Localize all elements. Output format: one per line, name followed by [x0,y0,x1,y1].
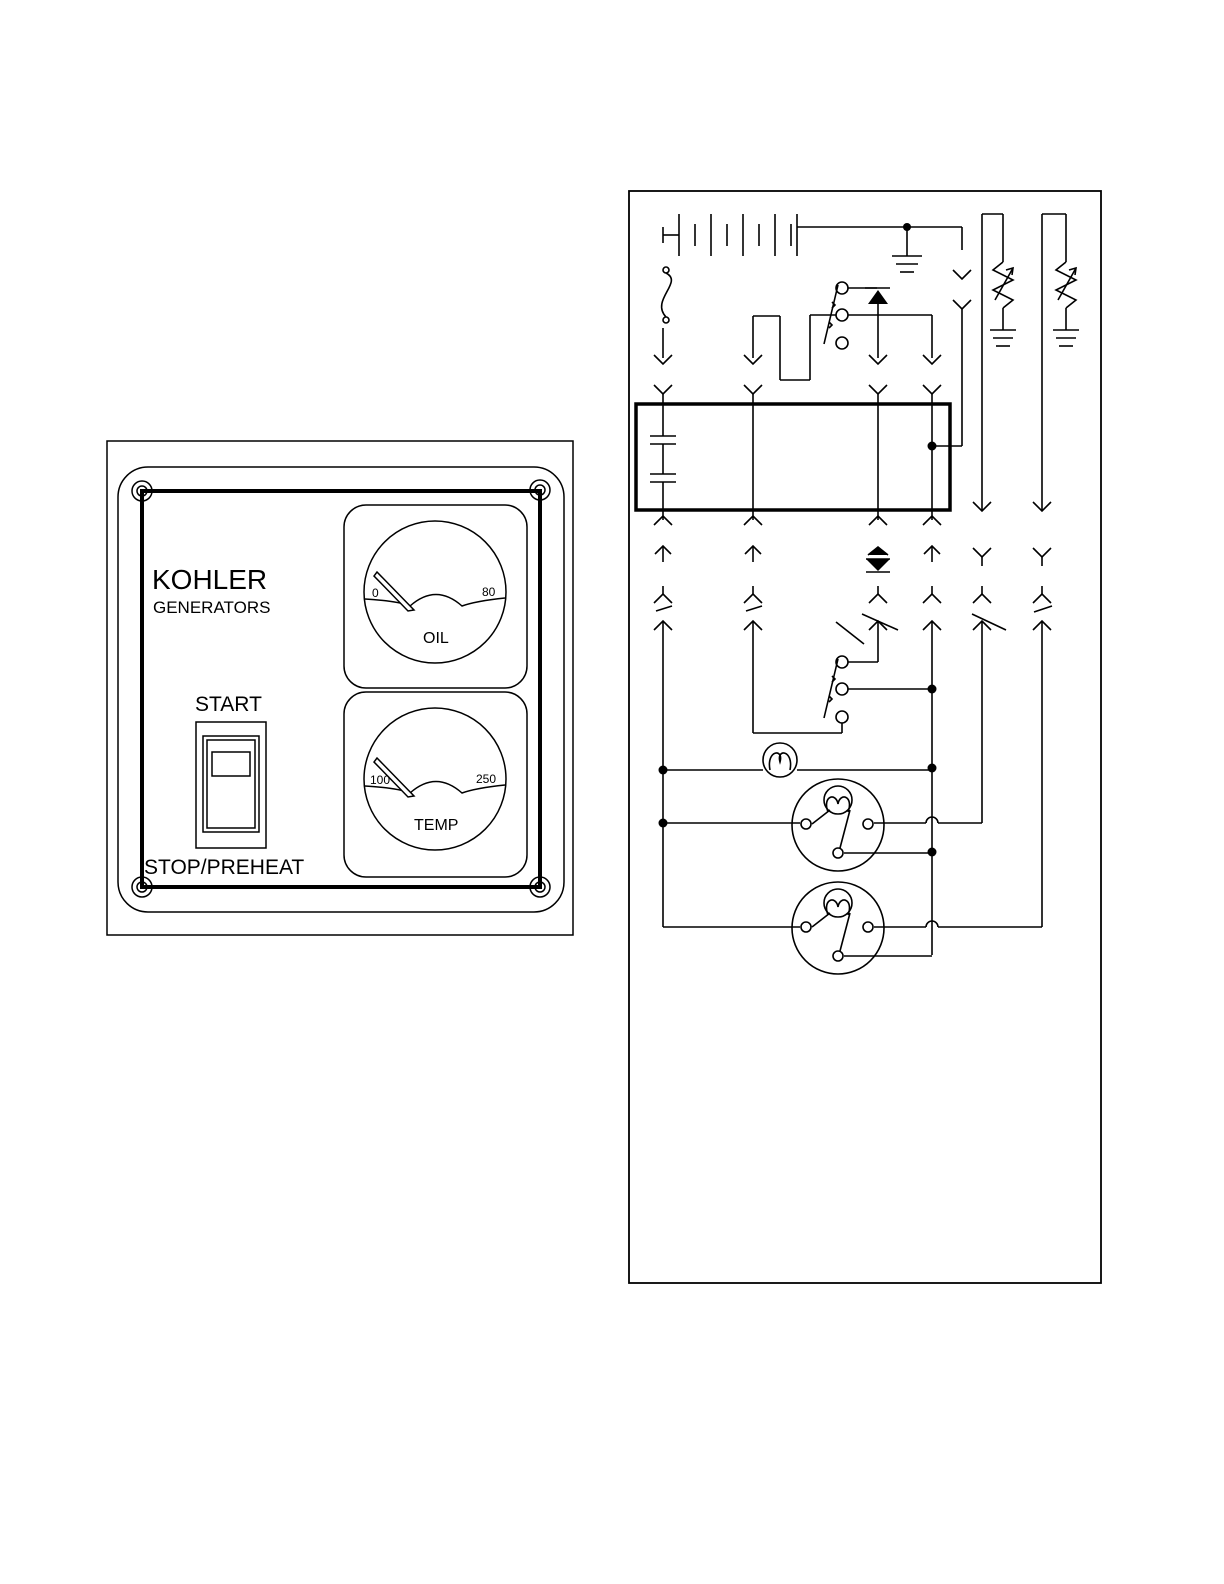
junction-dot [928,848,937,857]
oil-gauge-label: OIL [423,630,449,647]
indicator-lamp-icon [663,743,932,777]
oil-scale-max: 80 [482,585,496,599]
panel-plate [118,467,564,912]
temp-gauge-label: TEMP [414,817,458,834]
relay-switch-bottom [753,622,932,733]
junction-dot [928,685,937,694]
switch-start-label: START [195,693,262,716]
oil-scale-min: 0 [372,586,379,600]
temp-scale-max: 250 [476,772,496,786]
temp-sender-resistor [1042,214,1079,510]
diode-icon [866,547,890,572]
switch-stop-preheat-label: STOP/PREHEAT [144,856,304,879]
panel-frame [142,491,540,887]
fuse-symbol [662,267,672,358]
oil-gauge-symbol [663,779,982,871]
schematic-border [629,191,1101,1283]
junction-dot [928,764,937,773]
start-stop-rocker-switch[interactable] [196,722,266,848]
oil-pressure-gauge: 0 80 OIL [344,505,527,688]
brand-logo-text: KOHLER [152,564,267,595]
relay-switch-top [753,282,932,380]
temp-gauge-symbol [663,882,1042,974]
control-panel: KOHLER GENERATORS START STOP/PREHEAT 0 8… [107,441,573,935]
engine-harness-box [636,404,950,510]
temperature-gauge: 100 250 TEMP [344,692,527,877]
connector-arrows-bottom [654,516,1051,566]
diode-icon [865,288,890,358]
junction-dot [659,819,668,828]
plug-disconnects [654,586,1052,630]
ground-icon [892,227,922,272]
temp-scale-min: 100 [370,773,390,787]
brand-subtitle: GENERATORS [153,598,270,617]
oil-sender-resistor [982,214,1016,510]
battery-symbol [663,214,962,256]
harness-internal-wiring [650,394,932,520]
connector-arrows-top [654,270,971,446]
wiring-schematic [629,191,1101,1283]
junction-dot [928,442,937,451]
junction-dot [659,766,668,775]
